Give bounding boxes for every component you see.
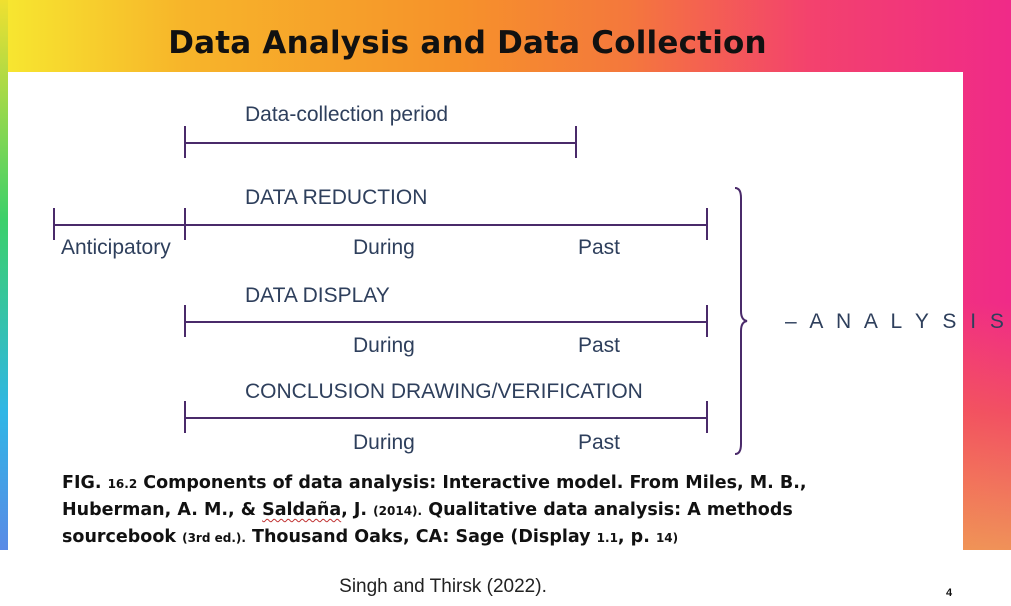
caption-edition-open: (3 (182, 531, 196, 545)
conclusion-line (184, 417, 708, 419)
caption-fig: FIG. (62, 473, 102, 493)
anticipatory-tick-start (53, 208, 55, 240)
caption-text-1: Components of data analysis: Interactive… (62, 473, 807, 520)
conclusion-tick-end (706, 401, 708, 433)
analysis-brace (734, 187, 748, 455)
data-reduction-tick-start (184, 208, 186, 240)
conclusion-past-label: Past (578, 431, 621, 454)
caption-text-4: Thousand Oaks, CA: Sage (252, 527, 505, 547)
caption-year: (2014). (373, 504, 423, 518)
conclusion-tick-start (184, 401, 186, 433)
left-color-strip (0, 0, 8, 550)
diagram-panel (8, 72, 963, 550)
conclusion-heading: CONCLUSION DRAWING/VERIFICATION (245, 380, 643, 403)
anticipatory-label: Anticipatory (61, 236, 171, 259)
analysis-label: – A N A L Y S I S (785, 310, 1008, 333)
caption-page: 14) (655, 531, 679, 545)
collection-period-label: Data-collection period (245, 103, 449, 126)
data-display-tick-end (706, 305, 708, 337)
slide-title: Data Analysis and Data Collection (168, 25, 767, 61)
data-reduction-tick-end (706, 208, 708, 240)
data-display-during-label: During (353, 334, 415, 357)
collection-period-tick-end (575, 126, 577, 158)
page-number: 4 (946, 587, 953, 599)
caption-display-open: (Display (510, 527, 591, 547)
citation: Singh and Thirsk (2022). (339, 576, 547, 597)
data-display-line (184, 321, 708, 323)
conclusion-during-label: During (353, 431, 415, 454)
data-reduction-during-label: During (353, 236, 415, 259)
collection-period-tick-start (184, 126, 186, 158)
collection-period-line (184, 142, 577, 144)
data-reduction-past-label: Past (578, 236, 621, 259)
caption-text-2: , J. (341, 500, 368, 520)
caption-edition-rest: rd ed.). (195, 531, 246, 545)
caption-display-num: 1.1 (596, 531, 618, 545)
data-display-tick-start (184, 305, 186, 337)
caption-text-5: , p. (617, 527, 650, 547)
caption-author-saldana: Saldaña (262, 500, 342, 520)
data-display-past-label: Past (578, 334, 621, 357)
data-display-heading: DATA DISPLAY (245, 284, 390, 307)
data-reduction-heading: DATA REDUCTION (245, 186, 428, 209)
caption-text-3: Qualitative data analysis: A methods sou… (62, 500, 793, 547)
caption-fig-number: 16.2 (107, 477, 138, 491)
figure-caption: FIG. 16.2 Components of data analysis: I… (62, 470, 862, 551)
data-reduction-line (53, 224, 708, 226)
